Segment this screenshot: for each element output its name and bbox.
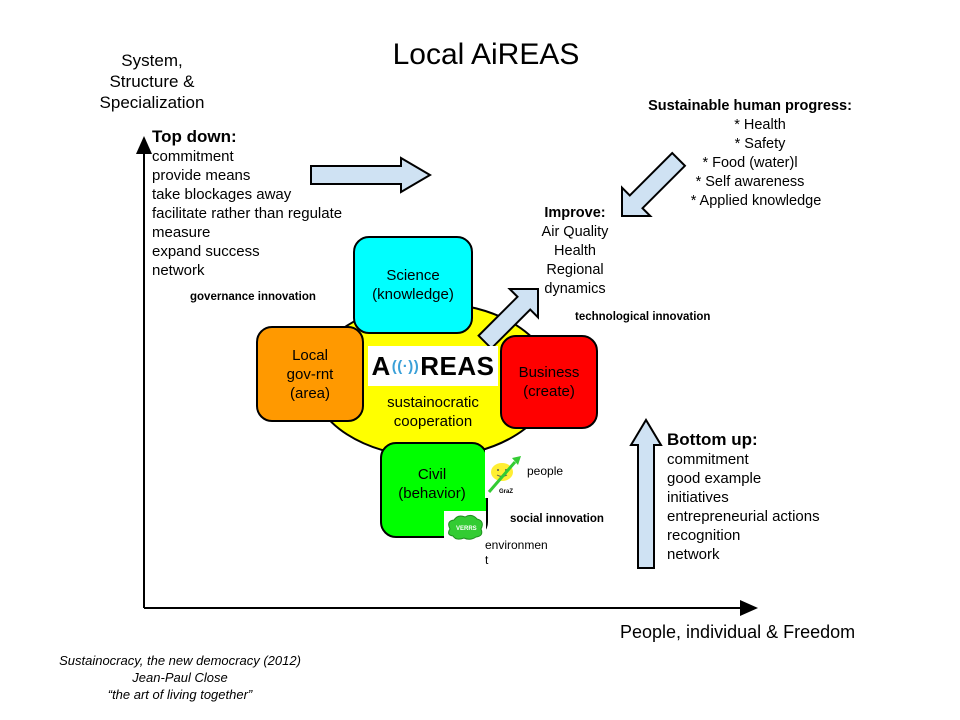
improve-block: Improve: Air Quality Health Regional dyn… [520,204,630,299]
page-title: Local AiREAS [0,38,960,72]
people-badge: GraZ [499,489,513,495]
science-box: Science (knowledge) [353,236,473,334]
center-to-improve-arrow [477,288,539,350]
footer-citation: Sustainocracy, the new democracy (2012) … [30,652,330,703]
bottom-up-heading: Bottom up: [667,430,758,449]
top-down-item: expand success [152,243,260,260]
center-subtitle-line: sustainocratic [387,394,479,411]
civil-sublabel: (behavior) [398,485,466,502]
y-axis-label-line: System, [121,51,183,70]
aireas-logo: A ((·)) REAS [368,346,498,386]
sustainable-progress-item: * Health [734,117,786,133]
local-govt-label: Local [292,346,328,364]
y-axis-label-line: Structure & [109,72,195,91]
sustainable-progress-item: * Food (water)l [702,155,798,171]
people-label: people [527,464,564,478]
bottom-up-item: commitment [667,451,749,468]
environment-label-line: environmen [485,538,548,552]
social-innovation-label: social innovation [510,513,604,525]
local-govt-label: gov-rnt [286,365,334,383]
local-govt-sublabel: (area) [289,384,330,402]
business-label: Business [518,364,580,381]
top-down-heading: Top down: [152,127,237,146]
technological-innovation-label: technological innovation [575,311,711,323]
top-down-item: take blockages away [152,186,292,203]
logo-text-right: REAS [420,350,495,381]
sustainable-progress-heading: Sustainable human progress: [648,98,852,114]
environment-label-line: t [485,553,489,567]
civil-label: Civil [417,466,447,483]
top-down-item: measure [152,224,211,241]
business-sublabel: (create) [523,383,575,400]
top-down-item: facilitate rather than regulate [152,205,343,222]
y-axis-label-line: Specialization [99,93,205,112]
local-govt-box: Local gov-rnt (area) [256,326,364,422]
top-down-block: Top down: commitment provide means take … [152,127,342,280]
bottom-up-item: recognition [667,527,741,544]
improve-item: Air Quality [541,224,609,240]
science-sublabel: (knowledge) [372,286,454,303]
wireless-signal-icon: ((·)) [391,357,420,375]
people-icon-area: GraZ [485,450,525,498]
logo-text-left: A [371,350,391,381]
bottom-up-block: Bottom up: commitment good example initi… [667,430,820,564]
improve-item: Regional [546,262,604,278]
x-axis-label: People, individual & Freedom [620,622,856,642]
sustainable-progress-item: * Self awareness [695,174,805,190]
cloud-icon: VERRS [448,514,483,540]
footer-line: “the art of living together” [107,687,253,702]
improve-item: dynamics [544,281,606,297]
bottom-up-item: network [667,546,720,563]
smiley-growth-icon: GraZ [487,456,521,495]
bottom-up-item: good example [667,470,762,487]
center-subtitle-line: cooperation [393,413,473,430]
center-subtitle: sustainocratic cooperation [368,393,498,431]
science-label: Science [386,267,440,284]
sustainable-progress-block: Sustainable human progress: * Health * S… [600,97,900,211]
top-down-arrow [310,156,432,194]
top-down-item: provide means [152,167,251,184]
bottom-up-item: entrepreneurial actions [667,508,820,525]
sustainable-progress-item: * Safety [734,136,786,152]
improve-heading: Improve: [544,205,606,221]
footer-line: Sustainocracy, the new democracy (2012) [59,653,301,668]
title-text: Local AiREAS [392,38,580,71]
sustainable-progress-item: * Applied knowledge [690,193,822,209]
governance-innovation-label: governance innovation [190,291,316,303]
footer-line: Jean-Paul Close [132,670,228,685]
environment-badge: VERRS [456,526,477,532]
bottom-up-arrow [629,418,663,569]
environment-icon-area: VERRS [444,511,486,543]
progress-to-improve-arrow [621,151,687,217]
business-box: Business (create) [500,335,598,429]
top-down-item: commitment [152,148,234,165]
bottom-up-item: initiatives [667,489,729,506]
improve-item: Health [554,243,596,259]
top-down-item: network [152,262,205,279]
y-axis-label: System, Structure & Specialization [82,50,222,113]
environment-label: environmen t [485,538,548,568]
